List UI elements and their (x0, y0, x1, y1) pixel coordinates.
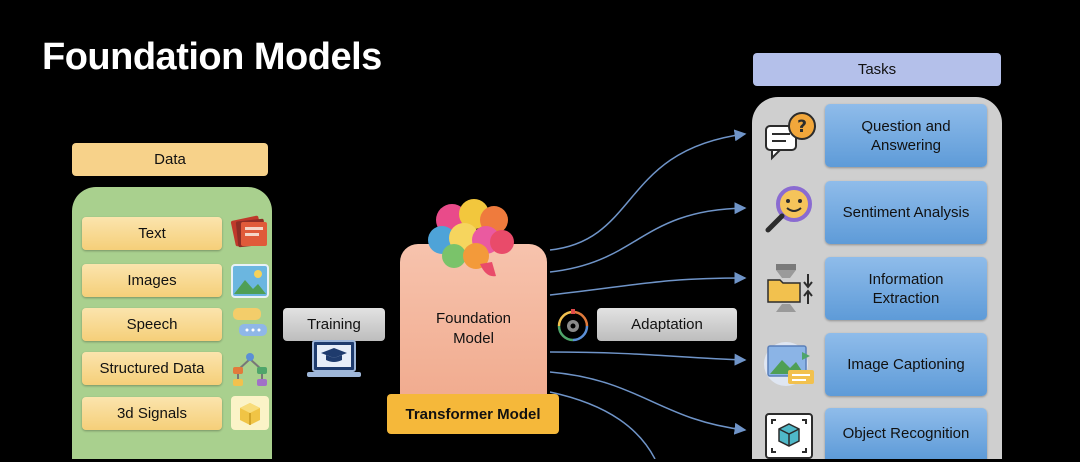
data-item-images: Images (82, 264, 222, 297)
tasks-header: Tasks (753, 53, 1001, 86)
books-icon (230, 215, 267, 248)
task-item-question-answering: Question and Answering (825, 104, 987, 167)
data-item-structured-data: Structured Data (82, 352, 222, 385)
gear-cycle-icon (557, 309, 589, 342)
data-item-3d-signals: 3d Signals (82, 397, 222, 430)
transformer-model-label: Transformer Model (387, 394, 559, 434)
task-label: Information Extraction (868, 270, 944, 307)
task-label: Question and Answering (861, 117, 951, 154)
cube-icon (231, 396, 269, 430)
picture-icon (231, 264, 269, 298)
data-item-text: Text (82, 217, 222, 250)
folder-extract-icon (767, 264, 813, 312)
arrow-to-sentiment-analysis (549, 202, 747, 273)
task-item-information-extraction: Information Extraction (825, 257, 987, 320)
adaptation-label: Adaptation (597, 308, 737, 341)
brain-icon (428, 199, 514, 277)
task-label: Object Recognition (842, 425, 970, 442)
task-item-object-recognition: Object Recognition (825, 408, 987, 459)
svg-text:?: ? (797, 117, 807, 137)
task-label: Sentiment Analysis (842, 204, 970, 221)
object-scan-icon (765, 413, 813, 459)
training-label: Training (283, 308, 385, 341)
arrow-to-question-answering (549, 129, 747, 251)
data-header: Data (72, 143, 268, 176)
arrow-to-information-extraction (549, 272, 747, 296)
arrow-to-offscreen-task (549, 391, 656, 459)
data-item-speech: Speech (82, 308, 222, 341)
page-title: Foundation Models (42, 36, 382, 78)
magnifier-smile-icon (765, 186, 812, 233)
image-caption-icon (764, 342, 814, 386)
arrow-to-image-captioning (549, 351, 747, 366)
hierarchy-icon (233, 353, 267, 386)
laptop-graduation-cap-icon (307, 340, 361, 377)
foundation-model-label: Foundation Model (435, 310, 512, 347)
arrow-to-object-recognition (549, 371, 747, 435)
task-item-sentiment-analysis: Sentiment Analysis (825, 181, 987, 244)
speech-bubbles-icon (233, 308, 267, 336)
task-item-image-captioning: Image Captioning (825, 333, 987, 396)
foundation-model-block: Foundation Model (400, 244, 547, 414)
question-chat-icon: ? (765, 112, 816, 161)
task-label: Image Captioning (847, 356, 965, 373)
